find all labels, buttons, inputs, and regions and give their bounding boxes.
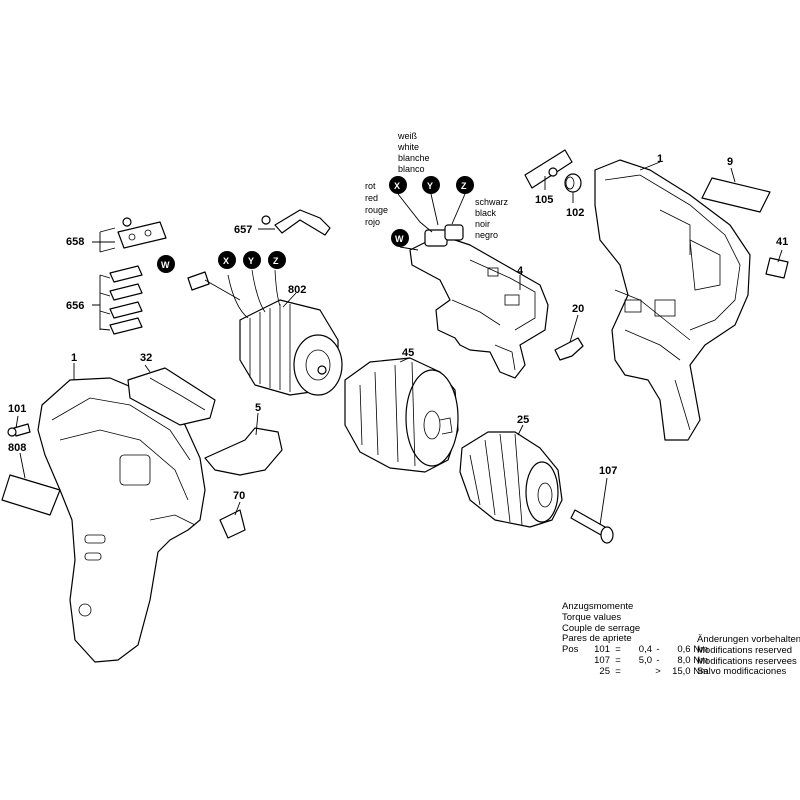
label-808	[1, 474, 61, 516]
slider-105	[524, 149, 573, 189]
housing-right-half	[594, 159, 751, 441]
label-4: 4	[517, 265, 524, 277]
wire-color-left-2: rouge	[365, 205, 388, 215]
torque-row-id: 107	[594, 654, 610, 666]
electronics-module-4	[409, 224, 549, 379]
modifications-de: Änderungen vorbehalten	[697, 634, 800, 645]
motor-802	[187, 269, 343, 396]
wire-color-right-0: schwarz	[475, 197, 509, 207]
modifications-fr: Modifications reservees	[697, 655, 797, 667]
modifications-notice: Änderungen vorbehalten Modifications res…	[697, 634, 800, 678]
label-1-left: 1	[71, 352, 77, 364]
switch-5	[204, 427, 283, 476]
wire-color-right-1: black	[475, 208, 497, 218]
label-32: 32	[140, 352, 152, 364]
leader-lines	[15, 161, 783, 526]
marker-x-motor: X	[223, 256, 229, 266]
label-658: 658	[66, 236, 84, 248]
label-105: 105	[535, 194, 553, 206]
torque-row-max: 8,0 Nm	[677, 654, 708, 666]
wire-color-top-0: weiß	[397, 131, 418, 141]
label-9: 9	[727, 156, 733, 168]
label-25: 25	[517, 414, 529, 426]
torque-row-id: 25	[599, 665, 610, 677]
clip-20	[554, 337, 584, 361]
contacts-656	[109, 265, 143, 335]
torque-row-sep: -	[656, 644, 660, 656]
marker-w-top: W	[395, 234, 404, 244]
wire-color-right: schwarz black noir negro	[475, 197, 509, 240]
marker-y-motor: Y	[248, 256, 254, 266]
wire-color-right-3: negro	[475, 230, 498, 240]
wire-markers: X Y Z W X Y Z W	[157, 176, 474, 273]
part-labels: 1 9 41 105 102 4 20 658 657 656 802 32 4…	[8, 153, 788, 502]
marker-y-top: Y	[427, 181, 433, 191]
torque-row-max: 0,6 Nm	[677, 644, 708, 656]
label-5: 5	[255, 402, 261, 414]
torque-heading-de: Anzugsmomente	[562, 601, 634, 612]
terminal-block-658	[117, 217, 167, 249]
label-41: 41	[776, 236, 788, 248]
marker-z-motor: Z	[273, 256, 279, 266]
wire-color-top-1: white	[397, 142, 419, 152]
torque-values-block: Anzugsmomente Torque values Couple de se…	[562, 601, 708, 678]
torque-row-sep: >	[655, 665, 661, 677]
wire-color-left-3: rojo	[365, 217, 380, 227]
torque-heading-es: Pares de apriete	[562, 633, 632, 645]
marker-z-top: Z	[461, 181, 467, 191]
torque-row-min: 0,4	[638, 644, 652, 656]
label-802: 802	[288, 284, 306, 296]
modifications-es: Salvo modificaciones	[697, 666, 787, 678]
marker-x-top: X	[394, 181, 400, 191]
screw-101	[7, 423, 31, 437]
label-656: 656	[66, 300, 84, 312]
wire-color-right-2: noir	[475, 219, 490, 229]
torque-row: Pos 101 = 0,4 - 0,6 Nm	[562, 644, 708, 656]
cover-32	[127, 367, 216, 426]
label-808: 808	[8, 442, 26, 454]
torque-pos-label: Pos	[562, 644, 579, 656]
wire-color-left-1: red	[365, 193, 378, 203]
lever-657	[261, 209, 331, 236]
torque-row-id: 101	[594, 644, 610, 656]
chuck-25	[459, 431, 563, 528]
wire-color-top: weiß white blanche blanco	[397, 131, 430, 174]
knob-102	[564, 173, 582, 193]
wire-color-top-3: blanco	[398, 164, 425, 174]
torque-row-eq: =	[615, 644, 621, 656]
wire-color-left-0: rot	[365, 181, 376, 191]
screw-107	[570, 509, 614, 544]
torque-row-max: 15,0 Nm	[672, 665, 708, 677]
label-1-right: 1	[657, 153, 663, 165]
label-plate-9	[701, 177, 771, 213]
label-102: 102	[566, 207, 584, 219]
label-45: 45	[402, 347, 414, 359]
gearbox-45	[344, 357, 459, 473]
marker-w-motor: W	[161, 260, 170, 270]
label-70: 70	[233, 490, 245, 502]
torque-row-min: 5,0	[638, 654, 652, 666]
torque-row-eq: =	[615, 654, 621, 666]
clip-70	[219, 509, 246, 539]
wire-color-left: rot red rouge rojo	[365, 181, 388, 227]
torque-row-sep: -	[656, 654, 660, 666]
label-101: 101	[8, 403, 26, 415]
label-657: 657	[234, 224, 252, 236]
torque-heading-fr: Couple de serrage	[562, 622, 641, 634]
torque-row-eq: =	[615, 665, 621, 677]
torque-row: 107 = 5,0 - 8,0 Nm	[562, 654, 708, 667]
torque-row-min	[626, 667, 652, 678]
plate-41	[765, 257, 789, 279]
label-20: 20	[572, 303, 584, 315]
torque-row: 25 = > 15,0 Nm	[562, 665, 708, 678]
wire-color-top-2: blanche	[398, 153, 430, 163]
modifications-en: Modifications reserved	[697, 644, 793, 656]
torque-heading-en: Torque values	[562, 611, 622, 623]
label-107: 107	[599, 465, 617, 477]
